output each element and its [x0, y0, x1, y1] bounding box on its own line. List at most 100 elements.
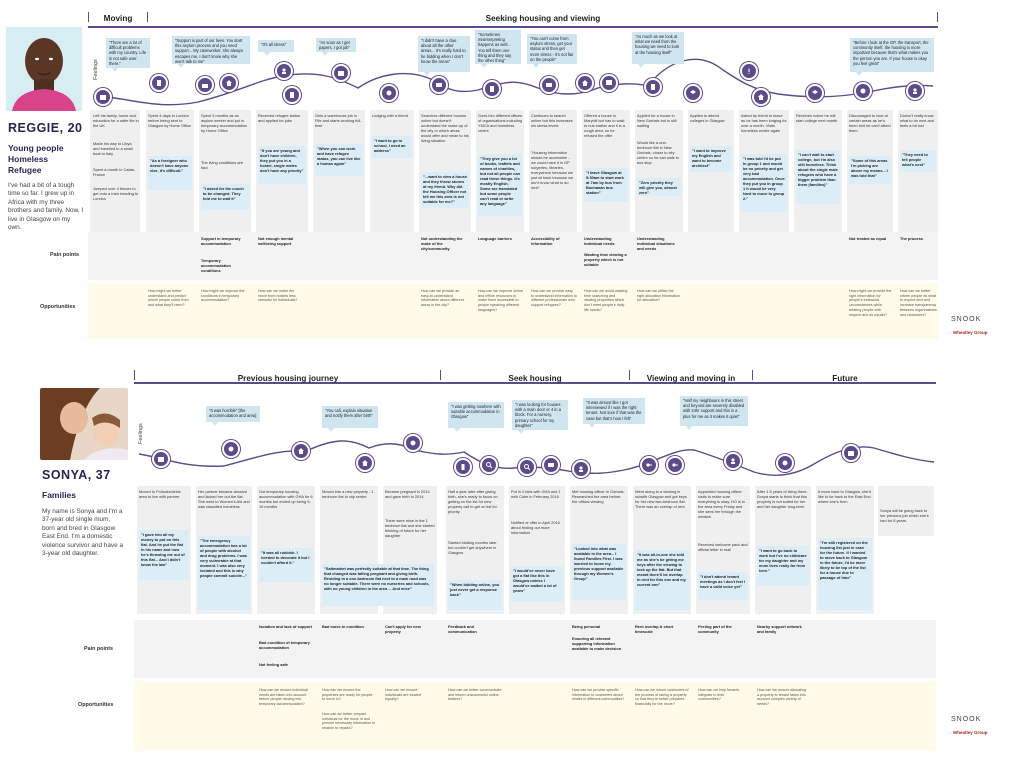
step-text: Made his way to Libya and travelled in a…: [93, 141, 133, 156]
phase-seek-housing: Seek housing: [508, 374, 562, 383]
step-card: [370, 110, 414, 235]
pram-icon: [776, 454, 794, 472]
quote-card: "When you can work and have refugee stat…: [315, 144, 363, 176]
quote-bubble: "I didn't have a clue about all the othe…: [418, 36, 470, 76]
reggie-journey-map: REGGIE, 20 Young people Homeless Refugee…: [0, 0, 1024, 345]
quote-card: "If you are young and don't have childre…: [258, 146, 306, 184]
quote-card: "Looked into what was available in the a…: [572, 544, 626, 600]
step-text: The living conditions are bad: [201, 160, 243, 170]
school-icon: [806, 84, 824, 102]
pain-point: Wasting time viewing a property which is…: [584, 252, 627, 267]
phase-future: Future: [832, 374, 858, 383]
pain-point: Nearby support network and family: [757, 624, 802, 634]
persona-bio: I've had a bit of a tough time so far. I…: [8, 182, 84, 232]
quote-card: "I want to go back to work but I've no c…: [757, 546, 809, 586]
quote-card: "When bidding online, you just never get…: [448, 580, 502, 610]
step-text: Left his family, home and education for …: [93, 113, 139, 128]
house-icon: [292, 442, 310, 460]
step-text: Receives notice he will start college ne…: [796, 113, 838, 123]
opportunity: How can we ensure individual needs are t…: [259, 688, 308, 707]
opportunity: How can we make the move from hostels le…: [258, 289, 298, 303]
moving-box-icon: [152, 450, 170, 468]
key-icon: [640, 456, 658, 474]
search-icon: [518, 458, 536, 476]
pain-point: Bad move-in condition: [322, 624, 364, 629]
sonya-portrait-icon: [40, 388, 128, 460]
quote-bubble: "There are a lot of difficult problems w…: [106, 38, 150, 72]
phase-divider: [752, 370, 753, 380]
quote-card: "I would've never have got a flat like t…: [511, 566, 563, 602]
quote-bubble: "It was almost like I got interviewed if…: [583, 398, 645, 428]
phase-divider: [440, 370, 441, 380]
opportunity: How can we ensure individuals are treate…: [385, 688, 422, 702]
person-icon: [724, 452, 742, 470]
opportunity: How can we help tenants integrate in the…: [698, 688, 740, 702]
opportunity: How can we better prepare individual for…: [322, 712, 376, 731]
quote-card: "I leave Glasgow at 5:30am to start work…: [584, 168, 628, 202]
pain-point: Language barriers: [478, 236, 512, 241]
pain-point: Feedback and communication: [448, 624, 477, 634]
box-icon: [332, 64, 350, 82]
building-icon: [150, 74, 168, 92]
quote-bubble: "I was looking for houses with a main do…: [512, 400, 568, 434]
pram-icon: [404, 434, 422, 452]
phase-previous-housing: Previous housing journey: [237, 374, 339, 383]
step-text: Moved to Pollockshields area to live wit…: [139, 489, 181, 499]
opportunity: How can we provide an easy-to-understand…: [421, 289, 464, 308]
pain-point: Being personal: [572, 624, 601, 629]
pain-point: Not feeling safe: [259, 662, 288, 667]
step-card: [878, 486, 934, 536]
pain-point: Understanding individual situations and …: [637, 236, 675, 251]
search-icon: [480, 456, 498, 474]
quote-card: "Zero priority they will give you, almos…: [637, 178, 681, 196]
step-text: Half a year later after giving birth, sh…: [448, 489, 498, 514]
quote-bubble: "Half my neighbours in this street and b…: [680, 396, 748, 430]
pain-point: Bad condition of temporary accommodation: [259, 640, 310, 650]
quote-bubble: "You can't come from asylum stress, get …: [527, 34, 577, 68]
phase-bar: [134, 382, 936, 384]
opportunity: How can we better inform people as what …: [900, 289, 937, 317]
step-text: Got temporary housing accommodation with…: [259, 489, 313, 509]
opportunities-label: Opportunities: [40, 304, 76, 310]
snook-logo: SNOOK: [951, 716, 982, 723]
step-text: Spent 3 months as an asylum seeker and p…: [201, 113, 248, 133]
pain-point: Temporary accommodation conditions: [201, 258, 231, 273]
step-text: Spent 4 days in London before being sent…: [148, 113, 191, 128]
opportunity: How might we improve the conditions in t…: [201, 289, 245, 303]
quote-card: "As a foreigner who doesn't have anyone …: [148, 156, 192, 190]
step-text: "Housing information should be accessibl…: [531, 150, 574, 190]
alert-icon: [740, 62, 758, 80]
persona-tag: Young people: [8, 143, 64, 153]
quote-bubble: "Sometimes misinterpreting happens as we…: [475, 30, 521, 68]
quote-bubble: "As much as we look at what we need from…: [632, 32, 684, 68]
step-text: Started bidding months later but couldn'…: [448, 540, 497, 555]
opportunity: How might we better understand and predi…: [148, 289, 189, 308]
quote-card: "They give you a lot of books, leaflets …: [478, 154, 522, 216]
step-text: Discouraged to look at certain areas as …: [849, 113, 891, 133]
quote-card: "I was told I'd be put in group 1 and wo…: [741, 154, 787, 212]
emotion-curve: [97, 58, 934, 106]
pain-points-label: Pain points: [84, 646, 114, 652]
phase-divider: [937, 12, 938, 22]
opportunity: How can we provide easy to understand in…: [531, 289, 577, 308]
opportunity: How might we provide the right informati…: [849, 289, 892, 317]
persona-name: REGGIE, 20: [8, 121, 83, 135]
quote-bubble: "I was getting nowhere with suitable acc…: [448, 402, 504, 432]
step-text: Spent a month in Calais, France: [93, 167, 136, 177]
quote-bubble: "It was horrible" [the accommodation and…: [206, 406, 260, 426]
reggie-portrait-icon: [6, 27, 82, 111]
phone-icon: [454, 458, 472, 476]
persona-bio: My name is Sonya and I'm a 37-year old s…: [42, 508, 123, 558]
opportunity: How can we ensure allocating a property …: [757, 688, 806, 707]
phase-divider: [134, 370, 135, 380]
pain-point: Understanding individual needs: [584, 236, 615, 246]
step-text: Doesn't really know what to do next and …: [900, 113, 934, 128]
key-icon: [666, 456, 684, 474]
quote-card: "I don't attend tenant meetings as I don…: [698, 572, 748, 600]
bus-icon: [600, 74, 618, 92]
quote-card: "I'm still registered on the housing lis…: [818, 538, 872, 610]
quote-card: "The emergency accommodation has a lot o…: [198, 536, 250, 610]
opportunities-band: [134, 682, 936, 750]
step-text: There were mice in the 1 bedroom flat an…: [385, 518, 435, 538]
snook-logo: SNOOK: [951, 316, 982, 323]
